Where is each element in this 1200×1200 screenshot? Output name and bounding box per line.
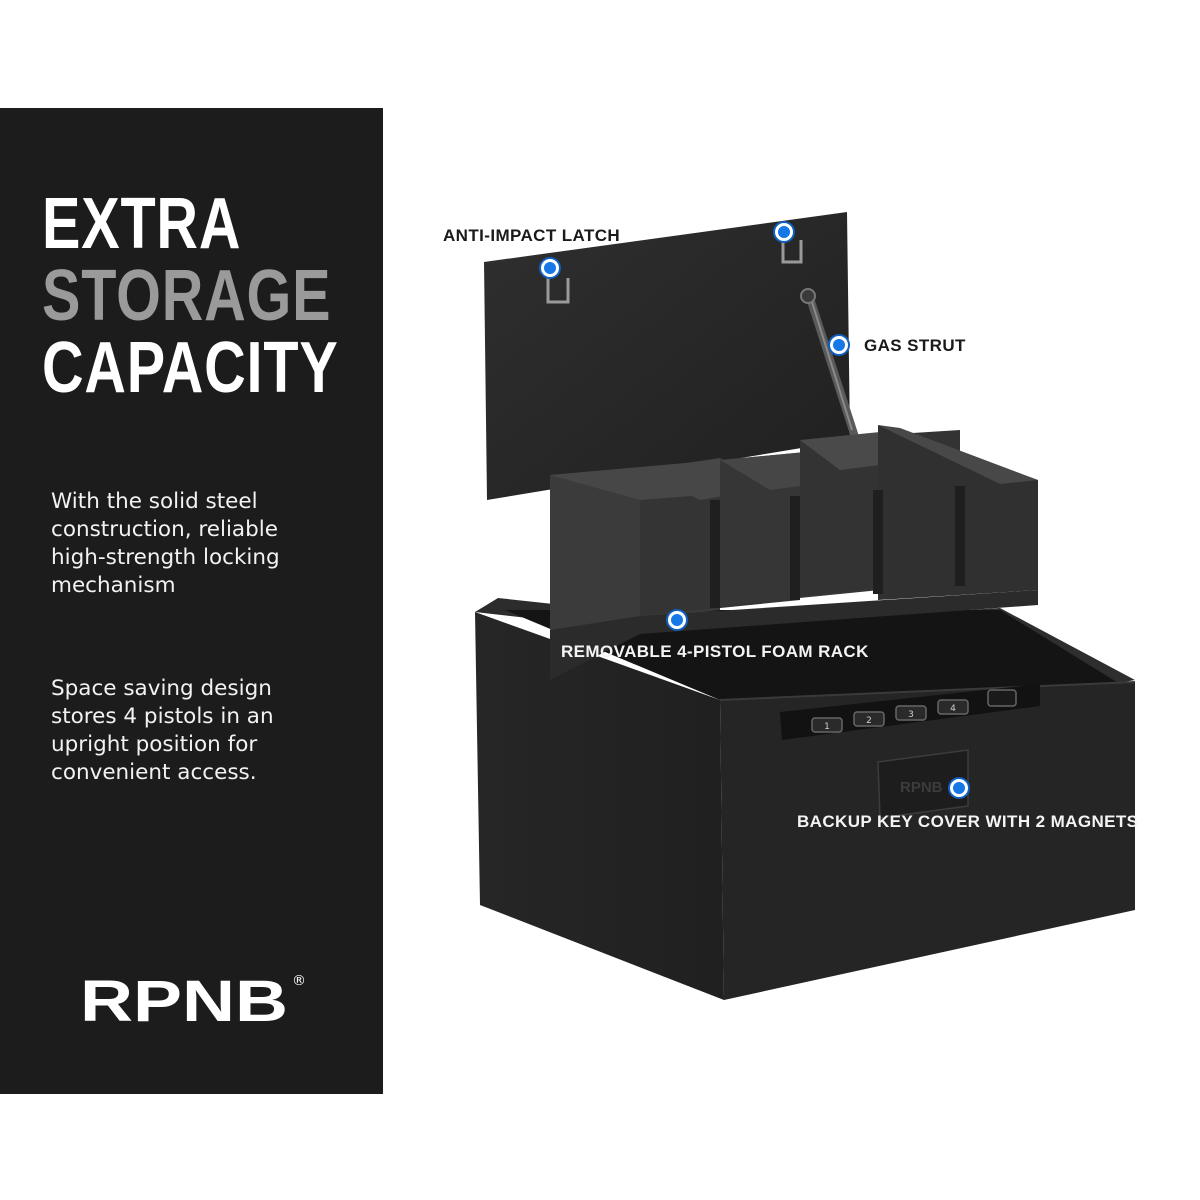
key-3-label: 3 [908, 710, 914, 720]
callout-marker-latch-right [775, 223, 793, 241]
anti-impact-latch-right [781, 240, 803, 264]
key-2[interactable] [853, 711, 885, 727]
key-cover-logo: RPNB [900, 779, 943, 796]
brand-logo: RPNB ® [80, 969, 306, 1029]
safe-side-face [720, 682, 1135, 1000]
anti-impact-latch-left [546, 278, 570, 304]
safe-front-face [475, 612, 724, 1000]
key-4[interactable] [937, 699, 969, 715]
headline-line-3: CAPACITY [42, 328, 339, 408]
callout-backup-key-cover: BACKUP KEY COVER WITH 2 MAGNETS [797, 812, 1139, 831]
callout-gas-strut: GAS STRUT [864, 336, 966, 355]
callout-marker-foam-rack [668, 611, 686, 629]
registered-mark: ® [292, 973, 306, 989]
callout-foam-rack: REMOVABLE 4-PISTOL FOAM RACK [561, 642, 869, 661]
safe-illustration: 1 2 3 4 RPNB [475, 212, 1136, 1000]
left-panel [0, 108, 383, 1094]
foam-front-face [550, 590, 1038, 680]
callout-marker-gas-strut [830, 336, 848, 354]
gas-strut-mount [800, 288, 816, 304]
headline-line-1: EXTRA [42, 184, 242, 264]
brand-logo-text: RPNB [80, 969, 288, 1029]
callout-marker-latch-left [541, 259, 559, 277]
feature-paragraph-design: Space saving design stores 4 pistols in … [51, 676, 274, 785]
backup-key-cover[interactable] [877, 749, 969, 819]
headline-line-2: STORAGE [42, 256, 332, 336]
key-1[interactable] [811, 717, 843, 733]
foam-rack [550, 425, 1038, 680]
headline: EXTRA STORAGE CAPACITY [42, 188, 339, 404]
fingerprint-sensor[interactable] [987, 689, 1017, 707]
feature-paragraph-construction: With the solid steel construction, relia… [51, 489, 280, 598]
key-2-label: 2 [866, 716, 872, 726]
callout-marker-key-cover [950, 779, 968, 797]
key-1-label: 1 [824, 722, 830, 732]
callout-anti-impact-latch: ANTI-IMPACT LATCH [443, 226, 621, 245]
safe-lid [484, 212, 850, 500]
key-3[interactable] [895, 705, 927, 721]
key-4-label: 4 [950, 704, 956, 714]
keypad-keys: 1 2 3 4 [811, 689, 1017, 733]
foam-top-5 [878, 425, 1038, 484]
